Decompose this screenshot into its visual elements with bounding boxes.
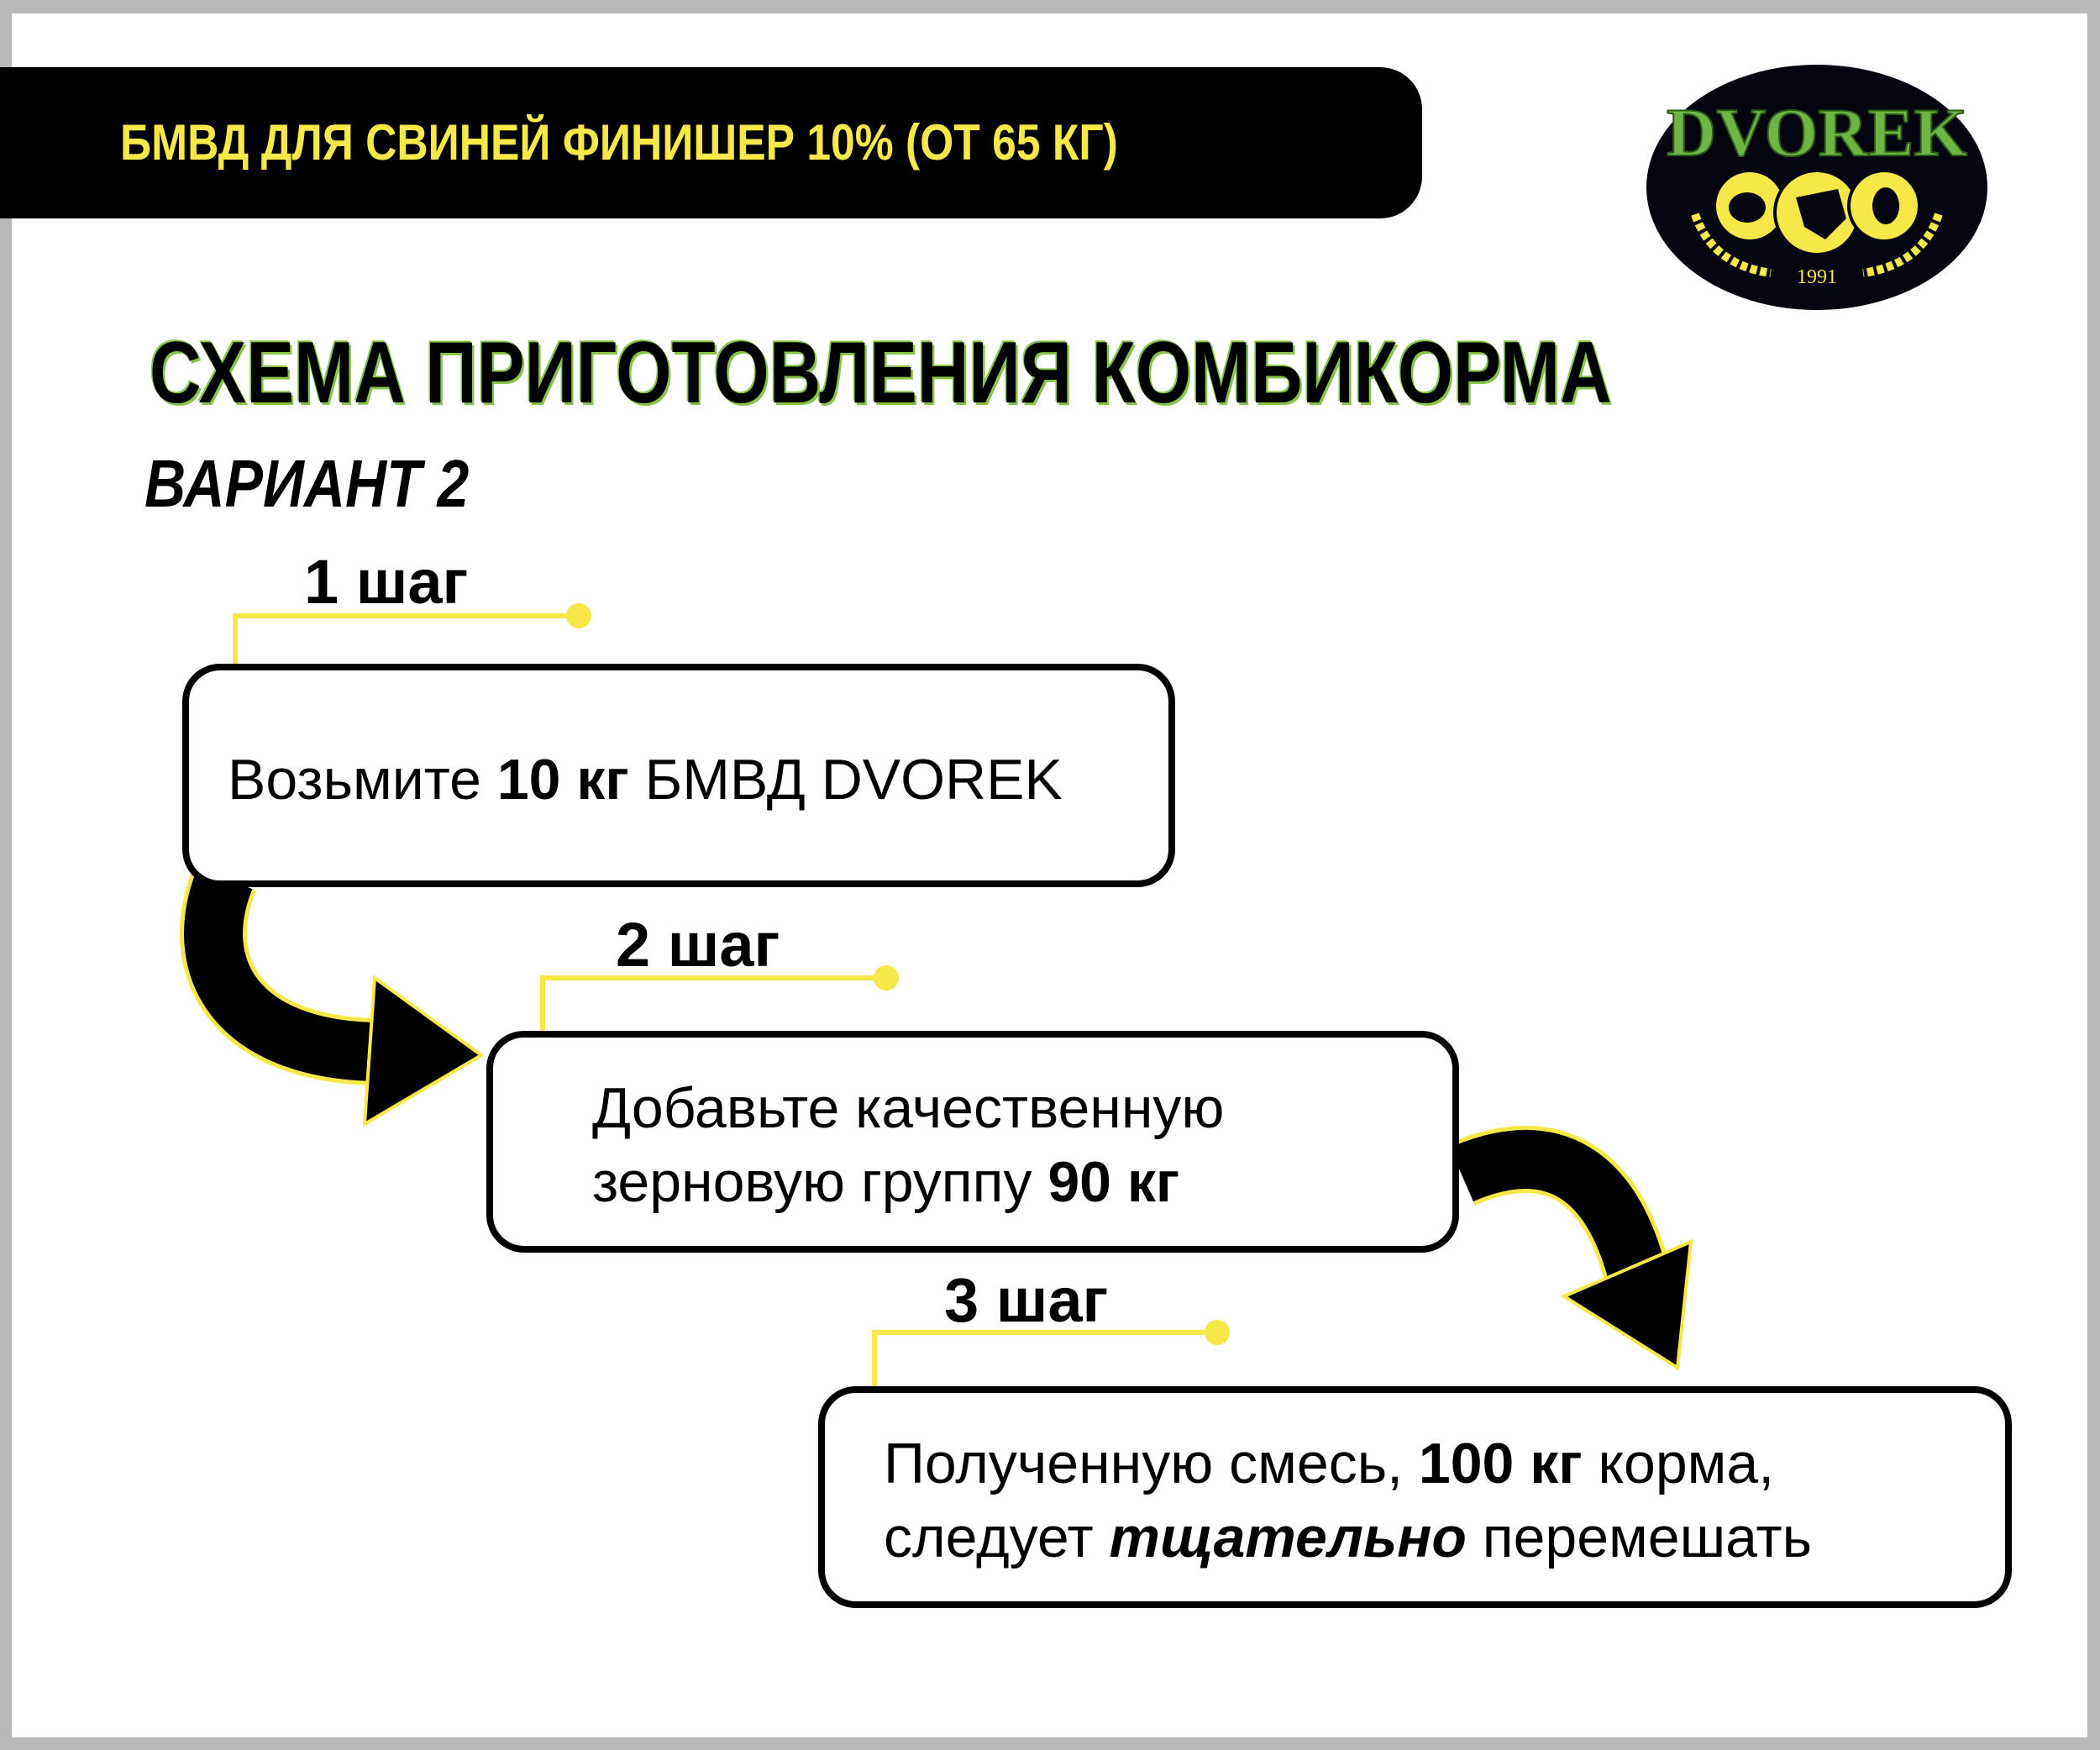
- svg-text:1991: 1991: [1797, 266, 1837, 288]
- step-2-amount: 90 кг: [1047, 1150, 1180, 1214]
- step-3-line-2-text: следует: [884, 1506, 1110, 1569]
- step-1-marker: [233, 603, 591, 668]
- header-bar: БМВД ДЛЯ СВИНЕЙ ФИНИШЕР 10% (ОТ 65 КГ): [0, 67, 1422, 218]
- header-title: БМВД ДЛЯ СВИНЕЙ ФИНИШЕР 10% (ОТ 65 КГ): [120, 114, 1118, 171]
- step-3-line-1: Полученную смесь, 100 кг корма,: [884, 1427, 1812, 1500]
- step-3-line-1-rest: корма,: [1582, 1432, 1775, 1495]
- step-2-line-2: зерновую группу 90 кг: [592, 1145, 1224, 1219]
- step-3-text: Полученную смесь, 100 кг корма, следует …: [884, 1427, 1812, 1574]
- step-2-box: Добавьте качественную зерновую группу 90…: [486, 1031, 1459, 1253]
- step-1-text-part: Возьмите: [228, 748, 497, 812]
- page-heading: СХЕМА ПРИГОТОВЛЕНИЯ КОМБИКОРМА: [150, 324, 1612, 422]
- step-1-text-rest: БМВД DVOREK: [628, 748, 1063, 812]
- step-1-amount: 10 кг: [496, 748, 629, 812]
- variant-label: ВАРИАНТ 2: [144, 446, 470, 521]
- step-1-box: Возьмите 10 кг БМВД DVOREK: [182, 664, 1175, 887]
- step-1-text: Возьмите 10 кг БМВД DVOREK: [228, 743, 1063, 817]
- step-2-marker: [540, 965, 899, 1032]
- step-3-marker: [872, 1320, 1230, 1388]
- curved-arrow-1: [180, 864, 485, 1127]
- step-2-line-1: Добавьте качественную: [592, 1076, 1225, 1140]
- step-2-text: Добавьте качественную зерновую группу 90…: [592, 1071, 1224, 1219]
- svg-text:DVOREK: DVOREK: [1667, 94, 1967, 171]
- step-3-label: 3 шаг: [944, 1265, 1109, 1335]
- dvorek-logo: DVOREK 1991: [1646, 65, 1987, 310]
- step-2-label: 2 шаг: [616, 910, 780, 980]
- step-2-line-2-text: зерновую группу: [592, 1150, 1048, 1214]
- step-3-line-1-text: Полученную смесь,: [884, 1432, 1419, 1495]
- step-1-label: 1 шаг: [304, 547, 469, 617]
- curved-arrow-2: [1448, 1125, 1693, 1371]
- step-3-amount: 100 кг: [1418, 1432, 1583, 1495]
- step-3-box: Полученную смесь, 100 кг корма, следует …: [818, 1386, 2012, 1608]
- step-3-line-2: следует тщательно перемешать: [884, 1500, 1812, 1574]
- step-3-line-2-rest: перемешать: [1466, 1506, 1813, 1569]
- step-3-emphasis: тщательно: [1109, 1506, 1467, 1569]
